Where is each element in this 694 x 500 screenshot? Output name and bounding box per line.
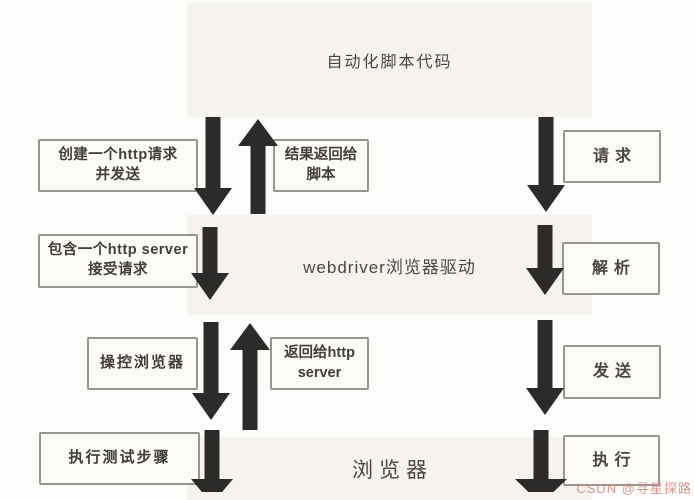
arrow-down-script-to-driver-icon — [194, 117, 232, 215]
box-parse-label: 解析 — [591, 259, 636, 277]
arrow-down-driver-to-browser-icon — [190, 322, 232, 420]
panel-automation-script: 自动化脚本代码 — [187, 3, 592, 117]
box-result-return-to-script: 结果返回给 脚本 — [273, 139, 369, 192]
box-control-browser-line1: 操控浏览器 — [99, 354, 185, 372]
arrow-down-server-receive-icon — [191, 227, 229, 300]
arrow-up-result-to-script-icon — [238, 119, 278, 214]
box-execute: 执行 — [563, 435, 660, 486]
box-create-http-request-line1: 创建一个http请求 — [58, 146, 178, 163]
box-result-return-line2: 脚本 — [306, 166, 336, 183]
box-execute-test-steps-line1: 执行测试步骤 — [68, 449, 171, 467]
box-execute-label: 执行 — [592, 451, 637, 469]
arrow-down-send-right-icon — [526, 320, 564, 415]
arrow-stub-into-browser-left-icon — [191, 430, 233, 492]
box-http-server-receive-line1: 包含一个http server — [47, 242, 189, 259]
box-send-label: 发送 — [592, 363, 637, 381]
box-return-to-http-server: 返回给http server — [270, 337, 369, 390]
box-return-to-http-server-line2: server — [297, 364, 342, 381]
box-execute-test-steps: 执行测试步骤 — [39, 432, 200, 485]
box-parse: 解析 — [562, 242, 660, 295]
watermark: CSDN @寻星探路 — [576, 481, 692, 496]
box-http-server-receive-line2: 接受请求 — [88, 262, 148, 278]
arrow-down-request-right-icon — [527, 117, 565, 212]
panel-browser-label: 浏览器 — [352, 458, 433, 482]
box-http-server-receive: 包含一个http server 接受请求 — [38, 234, 198, 288]
panel-browser: 浏览器 — [187, 437, 592, 500]
box-return-to-http-server-line1: 返回给http — [284, 344, 355, 361]
arrow-down-parse-right-icon — [526, 225, 564, 295]
arrow-up-return-to-server-icon — [228, 323, 272, 430]
panel-webdriver-driver-label: webdriver浏览器驱动 — [303, 257, 476, 277]
box-create-http-request-line2: 并发送 — [95, 166, 141, 183]
panel-webdriver-driver: webdriver浏览器驱动 — [187, 215, 592, 315]
box-create-http-request: 创建一个http请求 并发送 — [38, 139, 198, 192]
box-result-return-line1: 结果返回给 — [284, 146, 358, 163]
box-request-label: 请求 — [592, 147, 637, 165]
box-control-browser: 操控浏览器 — [87, 337, 198, 390]
box-request: 请求 — [563, 130, 661, 183]
box-send: 发送 — [563, 345, 661, 399]
arrow-stub-into-execute-right-icon — [514, 430, 568, 492]
panel-automation-script-label: 自动化脚本代码 — [326, 54, 453, 71]
